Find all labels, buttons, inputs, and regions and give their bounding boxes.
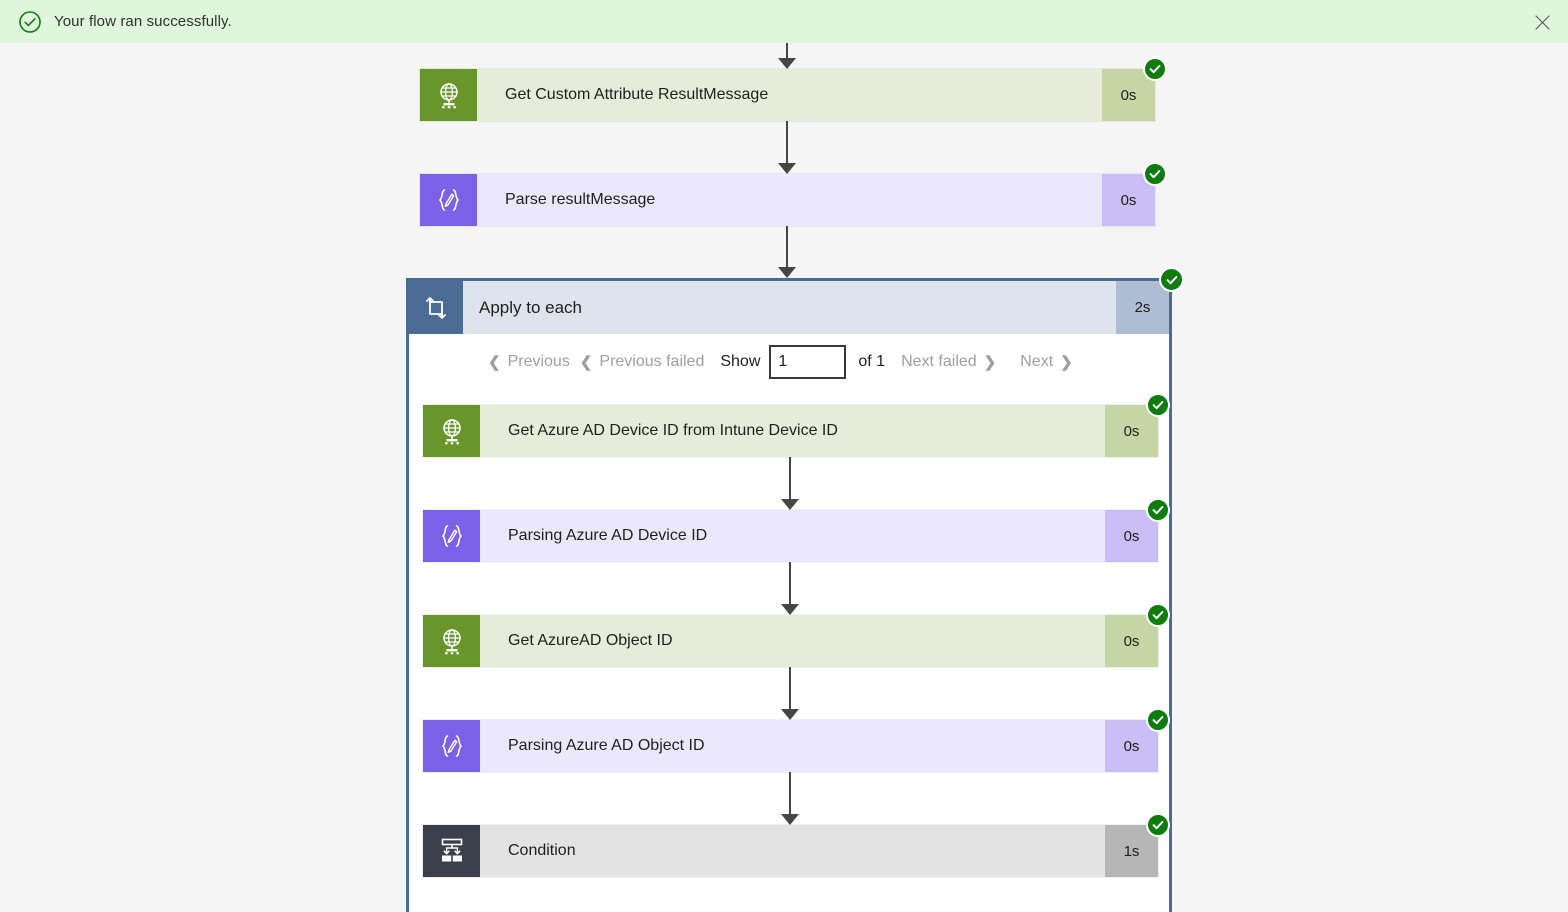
status-success-icon — [1146, 498, 1170, 522]
scope-title: Apply to each — [463, 281, 1116, 334]
connector-arrow — [778, 457, 802, 510]
status-success-icon — [1146, 603, 1170, 627]
success-banner: Your flow ran successfully. — [0, 0, 1568, 43]
parse-json-icon — [420, 174, 477, 226]
action-card[interactable]: Get Custom Attribute ResultMessage 0s — [420, 57, 1167, 121]
action-card[interactable]: Parsing Azure AD Object ID 0s — [423, 708, 1170, 772]
check-circle-icon — [18, 10, 42, 34]
action-title: Parsing Azure AD Object ID — [508, 737, 705, 754]
connector-arrow — [778, 562, 802, 615]
action-card[interactable]: Parse resultMessage 0s — [420, 162, 1167, 226]
connector-arrow — [775, 43, 799, 69]
connector-arrow — [778, 772, 802, 825]
globe-http-icon — [423, 615, 480, 667]
next-failed-button[interactable]: Next failed ❯ — [896, 351, 1001, 373]
previous-button[interactable]: ❮ Previous — [483, 351, 575, 373]
scope-header[interactable]: Apply to each 2s — [409, 267, 1184, 334]
banner-message: Your flow ran successfully. — [54, 13, 232, 30]
action-title: Get Custom Attribute ResultMessage — [505, 86, 769, 103]
parse-json-icon — [423, 510, 480, 562]
iteration-pager: ❮ Previous ❮ Previous failed Show of 1 N… — [409, 334, 1169, 390]
connector-arrow — [775, 121, 799, 174]
loop-icon — [409, 281, 463, 334]
action-title: Parse resultMessage — [505, 191, 656, 208]
connector-arrow — [778, 667, 802, 720]
next-label: Next — [1020, 353, 1054, 370]
action-card[interactable]: Parsing Azure AD Device ID 0s — [423, 498, 1170, 562]
action-card[interactable]: Get Azure AD Device ID from Intune Devic… — [423, 393, 1170, 457]
condition-branch-icon — [423, 825, 480, 877]
chevron-right-icon: ❯ — [1060, 353, 1073, 371]
globe-http-icon — [420, 69, 477, 121]
status-success-icon — [1159, 267, 1184, 292]
chevron-left-icon: ❮ — [579, 353, 593, 371]
status-success-icon — [1143, 57, 1167, 81]
flow-canvas: Get Custom Attribute ResultMessage 0s Pa… — [0, 43, 1568, 912]
show-label: Show — [720, 353, 761, 370]
action-card[interactable]: Get AzureAD Object ID 0s — [423, 603, 1170, 667]
action-title: Get AzureAD Object ID — [508, 632, 673, 649]
connector-arrow — [775, 226, 799, 278]
previous-label: Previous — [507, 353, 570, 370]
apply-to-each-scope: Apply to each 2s ❮ Previous ❮ Previous f… — [406, 267, 1184, 912]
status-success-icon — [1146, 393, 1170, 417]
status-success-icon — [1146, 813, 1170, 837]
action-title: Parsing Azure AD Device ID — [508, 527, 708, 544]
page-number-input[interactable] — [769, 345, 847, 379]
next-failed-label: Next failed — [901, 353, 977, 370]
previous-failed-label: Previous failed — [599, 353, 705, 370]
of-label: of 1 — [858, 353, 886, 370]
chevron-right-icon: ❯ — [983, 353, 997, 371]
action-card[interactable]: Condition 1s — [423, 813, 1170, 877]
parse-json-icon — [423, 720, 480, 772]
chevron-left-icon: ❮ — [488, 353, 501, 371]
previous-failed-button[interactable]: ❮ Previous failed — [575, 351, 710, 373]
status-success-icon — [1146, 708, 1170, 732]
action-title: Condition — [508, 842, 576, 859]
globe-http-icon — [423, 405, 480, 457]
scope-duration: 2s — [1116, 281, 1169, 334]
close-icon[interactable] — [1524, 4, 1560, 40]
next-button[interactable]: Next ❯ — [1015, 351, 1077, 373]
status-success-icon — [1143, 162, 1167, 186]
action-title: Get Azure AD Device ID from Intune Devic… — [508, 422, 838, 439]
